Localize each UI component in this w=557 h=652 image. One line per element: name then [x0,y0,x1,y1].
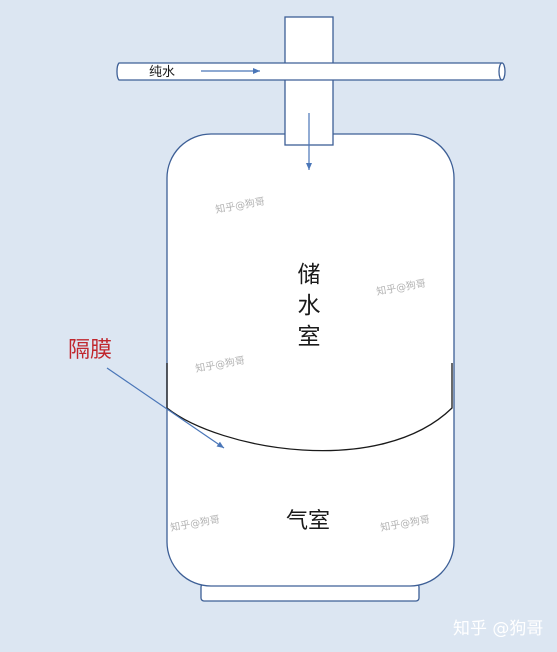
pipe-label: 纯水 [149,65,175,80]
membrane-pointer-arrow [106,367,225,449]
storage-chamber-label-1: 储 [298,262,321,288]
storage-chamber-label-3: 室 [298,324,321,350]
horizontal-pipe [116,62,506,81]
storage-chamber-label-2: 水 [298,293,321,319]
corner-watermark: 知乎 @狗哥 [453,619,543,639]
membrane-label: 隔膜 [68,338,112,363]
membrane [166,363,453,452]
air-chamber-label: 气室 [286,509,330,534]
